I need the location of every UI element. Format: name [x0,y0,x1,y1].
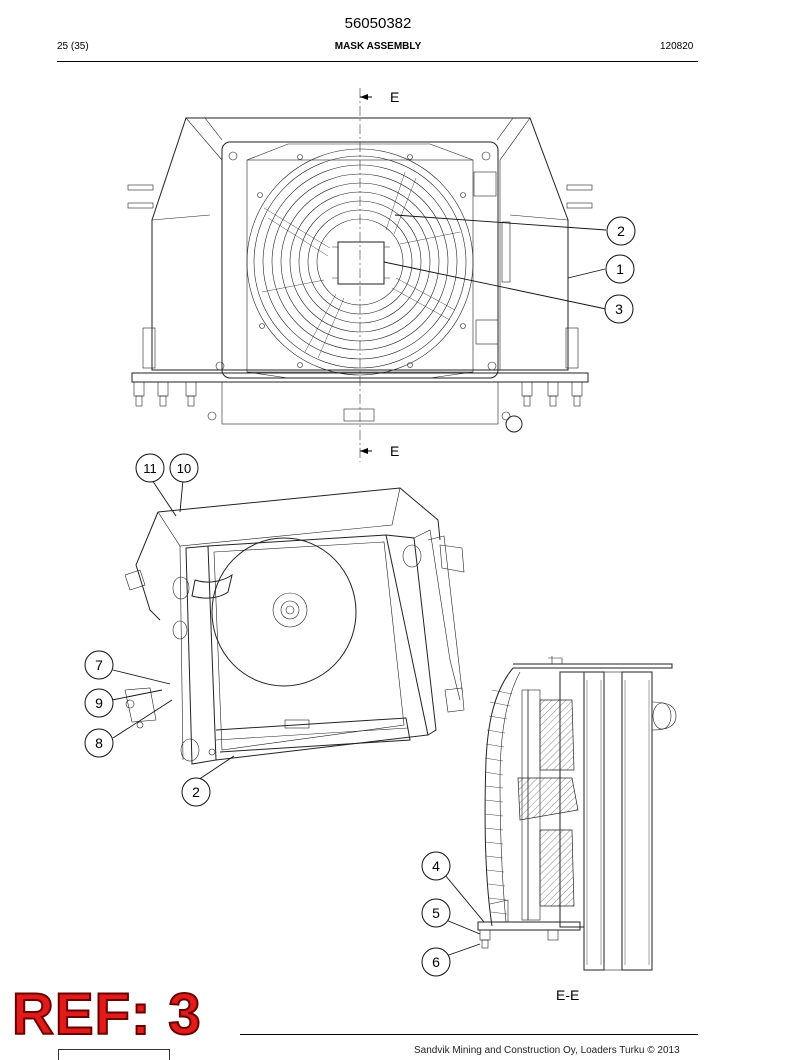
callout-9: 9 [84,688,114,718]
callout-11: 11 [135,453,165,483]
front-view [127,88,593,462]
document-number: 56050382 [344,15,412,32]
svg-text:2: 2 [192,784,200,800]
section-view [477,656,677,971]
svg-text:5: 5 [432,905,440,921]
svg-text:7: 7 [95,657,103,673]
footer-divider [240,1034,698,1035]
header-divider [57,61,698,62]
logo-icon [58,1049,170,1060]
svg-text:4: 4 [432,858,440,874]
callout-7: 7 [84,650,114,680]
ref-stamp: REF: 3 [11,982,202,1047]
callout-2: 2 [606,216,636,246]
svg-text:11: 11 [143,461,157,476]
callout-8: 8 [84,728,114,758]
callout-1: 1 [605,254,635,284]
callout-4: 4 [421,851,451,881]
svg-text:8: 8 [95,735,103,751]
section-label: E-E [556,987,579,1003]
callout-2-iso: 2 [181,777,211,807]
svg-text:1: 1 [616,261,624,277]
page-title: MASK ASSEMBLY [334,41,422,52]
callout-6: 6 [421,947,451,977]
footer-copyright: Sandvik Mining and Construction Oy, Load… [414,1045,680,1056]
svg-text:9: 9 [95,695,103,711]
svg-text:3: 3 [615,301,623,317]
svg-text:2: 2 [617,223,625,239]
callout-5: 5 [421,898,451,928]
isometric-view [124,487,465,765]
callout-10: 10 [169,453,199,483]
section-mark-bottom: E [390,443,399,459]
callout-3: 3 [604,294,634,324]
section-mark-top: E [390,89,399,105]
svg-text:6: 6 [432,954,440,970]
svg-text:10: 10 [177,461,191,476]
page-index: 25 (35) [57,41,89,52]
date-code: 120820 [660,41,694,52]
